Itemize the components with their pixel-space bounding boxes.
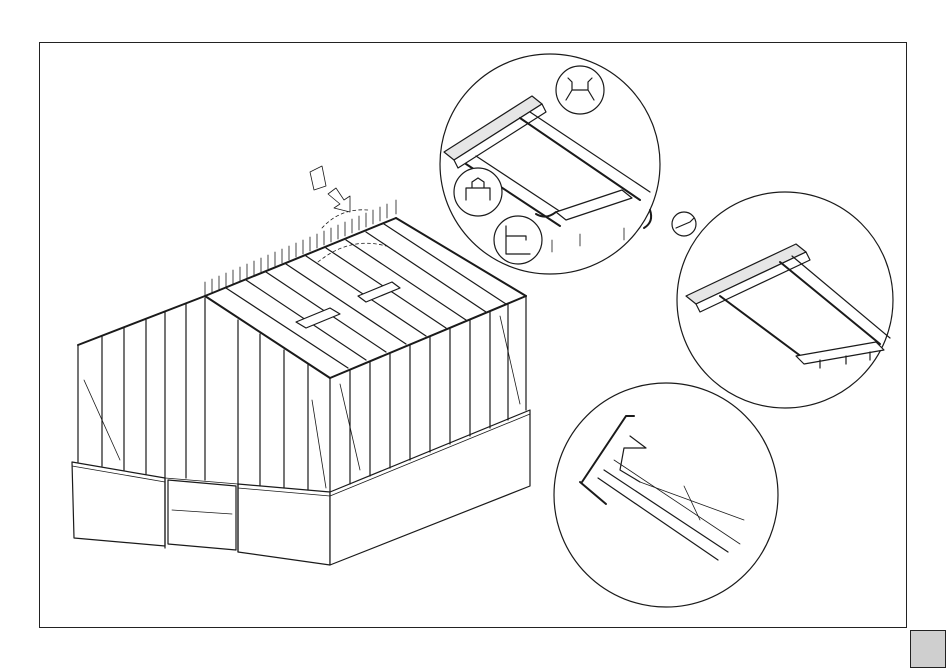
roof-vent-rear xyxy=(358,282,400,302)
roof-vent-opening-detail xyxy=(440,54,696,274)
bracket-detail-icon xyxy=(556,66,604,114)
vent-closed-detail xyxy=(677,192,893,408)
screwdriver-icon xyxy=(672,212,696,236)
clip-detail-icon xyxy=(454,168,502,216)
ridge-cresting xyxy=(205,200,396,296)
glazing-profile-detail xyxy=(554,383,778,607)
profile-detail-icon xyxy=(494,216,542,264)
greenhouse-base xyxy=(72,410,530,565)
vent-direction-arrow xyxy=(310,166,350,212)
